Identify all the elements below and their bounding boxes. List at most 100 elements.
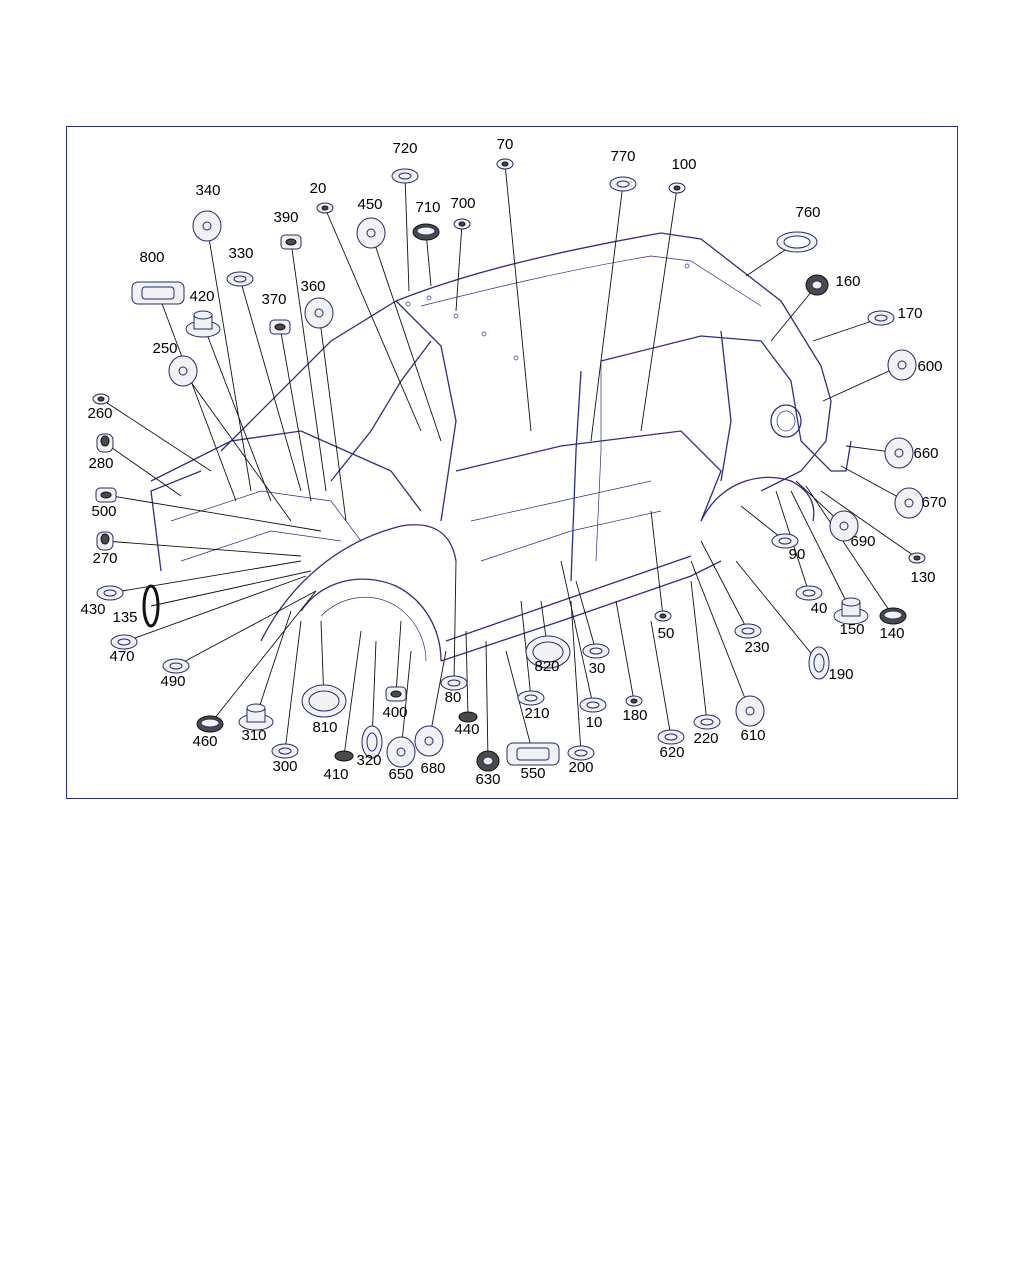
leader-line-440 <box>465 630 469 718</box>
part-label-610: 610 <box>740 727 765 744</box>
part-label-810: 810 <box>312 719 337 736</box>
leader-line-710 <box>425 231 432 287</box>
leader-line-770 <box>590 183 624 442</box>
part-label-300: 300 <box>272 758 297 775</box>
part-icon-550 <box>506 742 560 766</box>
part-label-270: 270 <box>92 550 117 567</box>
leader-line-10 <box>560 560 594 706</box>
c-pillar <box>720 330 732 482</box>
oval-plug-inner <box>366 732 378 752</box>
leader-line-470 <box>123 575 307 643</box>
part-label-770: 770 <box>610 148 635 165</box>
part-label-150: 150 <box>839 621 864 638</box>
small-grommet-center <box>913 555 921 561</box>
part-icon-160 <box>805 274 829 296</box>
plug-center <box>100 435 110 447</box>
part-label-310: 310 <box>241 727 266 744</box>
clip-hole <box>390 690 402 698</box>
leader-line-700 <box>455 223 463 312</box>
sill-line <box>440 560 722 662</box>
washer-hole <box>169 662 183 670</box>
leader-line-190 <box>735 560 820 664</box>
part-icon-450 <box>356 217 386 249</box>
part-label-710: 710 <box>415 199 440 216</box>
leader-line-20 <box>324 207 422 432</box>
small-oval-plug <box>458 711 478 723</box>
part-icon-600 <box>887 349 917 381</box>
leader-line-620 <box>650 620 672 738</box>
part-label-620: 620 <box>659 744 684 761</box>
part-label-690: 690 <box>850 533 875 550</box>
small-grommet-center <box>659 613 667 619</box>
small-grommet-center <box>630 698 638 704</box>
part-label-800: 800 <box>139 249 164 266</box>
roof-inner-line <box>420 255 762 307</box>
part-icon-390 <box>280 234 302 250</box>
part-label-130: 130 <box>910 569 935 586</box>
clip-hole <box>100 491 112 499</box>
part-icon-690 <box>829 510 859 542</box>
washer-hole <box>233 275 247 283</box>
fuel-filler-flap <box>770 404 802 438</box>
leader-line-410 <box>343 630 362 757</box>
part-icon-50 <box>654 610 672 622</box>
leader-line-30 <box>575 580 597 652</box>
part-label-40: 40 <box>811 600 828 617</box>
part-icon-700 <box>453 218 471 230</box>
washer-hole <box>447 679 461 687</box>
leader-line-490 <box>175 590 317 667</box>
washer-hole <box>616 180 630 188</box>
dark-plug-top <box>416 226 436 236</box>
leader-line-420 <box>202 323 272 502</box>
part-icon-620 <box>657 729 685 745</box>
part-label-20: 20 <box>310 180 327 197</box>
part-label-630: 630 <box>475 771 500 788</box>
part-label-80: 80 <box>445 689 462 706</box>
part-icon-190 <box>808 646 830 680</box>
leader-line-220 <box>690 580 708 723</box>
washer-hole <box>778 537 792 545</box>
disc-plug-center <box>894 448 904 458</box>
washer-hole <box>700 718 714 726</box>
windshield-lower-edge <box>220 300 397 452</box>
plug-center <box>100 533 110 545</box>
leader-line-650 <box>400 650 412 753</box>
part-icon-720 <box>391 168 419 184</box>
part-icon-400 <box>385 686 407 702</box>
part-label-450: 450 <box>357 196 382 213</box>
leader-line-200 <box>570 600 582 754</box>
leader-line-550 <box>505 650 534 755</box>
small-grommet-center <box>321 205 329 211</box>
oval-plug-inner <box>813 653 825 673</box>
leader-line-140 <box>805 485 894 617</box>
leader-line-160 <box>770 284 818 342</box>
washer-hole <box>103 589 117 597</box>
part-icon-420 <box>185 310 221 338</box>
part-icon-10 <box>579 697 607 713</box>
part-icon-80 <box>440 675 468 691</box>
leader-line-630 <box>485 640 489 762</box>
disc-plug-center <box>897 360 907 370</box>
leader-lines <box>100 163 918 762</box>
clip-hole <box>274 323 286 331</box>
part-label-820: 820 <box>534 658 559 675</box>
roof-hole <box>405 301 411 307</box>
front-wheel-arch <box>300 578 442 662</box>
part-label-180: 180 <box>622 707 647 724</box>
clip-hole <box>285 238 297 246</box>
roof-hole <box>513 355 519 361</box>
part-icon-300 <box>271 743 299 759</box>
part-icon-650 <box>386 736 416 768</box>
ribbed-grommet-center <box>482 756 494 766</box>
part-icon-260 <box>92 393 110 405</box>
b-pillar-inner <box>595 361 602 562</box>
leader-line-610 <box>690 560 751 712</box>
washer-hole <box>524 694 538 702</box>
part-icon-610 <box>735 695 765 727</box>
part-label-670: 670 <box>921 494 946 511</box>
washer-hole <box>741 627 755 635</box>
engine-bay-rail-lower <box>180 530 342 562</box>
